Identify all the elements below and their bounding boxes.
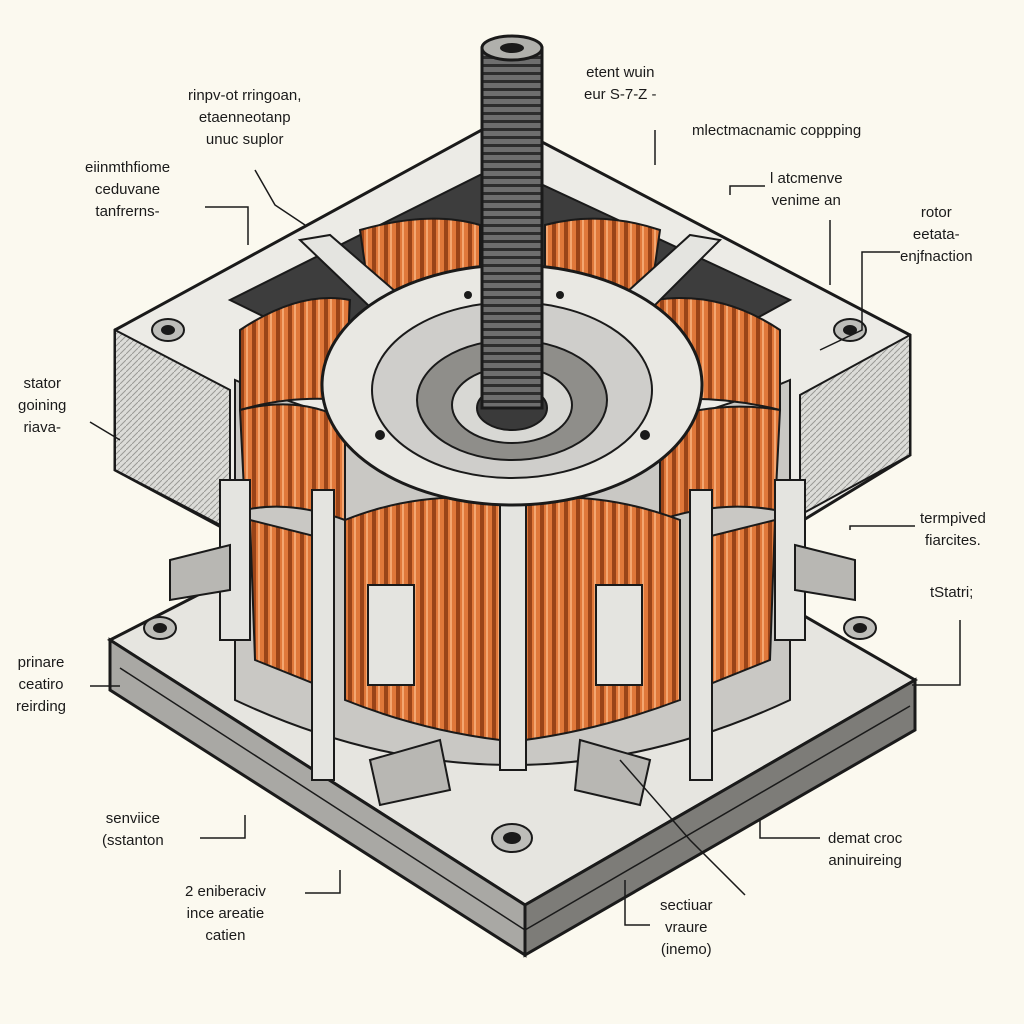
label-line: ceatiro — [18, 676, 64, 693]
threaded-shaft — [480, 34, 544, 410]
label-line: tStatri; — [930, 584, 974, 601]
label-line: sectiuar — [660, 897, 713, 914]
label-line: etent wuin — [586, 64, 655, 81]
label-line: venime an — [771, 192, 841, 209]
label-line: tanfrerns- — [95, 203, 160, 220]
label-line: goining — [18, 397, 67, 414]
label-line: vraure — [665, 919, 708, 936]
label-line: rotor — [920, 204, 952, 221]
label-line: demat croc — [828, 830, 903, 847]
label-line: senviice — [105, 810, 160, 827]
label-bottom-center: sectiuar vraure (inemo) — [660, 895, 713, 961]
label-line: (sstanton — [102, 832, 164, 849]
mounting-holes — [143, 318, 877, 853]
label-right-terminal: termpived fiarcites. — [920, 508, 986, 552]
label-line: riava- — [23, 419, 61, 436]
label-line: mlectmacnamic coppping — [692, 122, 862, 139]
label-top-right: mlectmacnamic coppping — [692, 120, 861, 142]
label-top-left: rinpv-ot rringoan, etaenneotanp unuc sup… — [188, 85, 301, 151]
label-line: aninuireing — [828, 852, 902, 869]
label-right-stator: tStatri; — [930, 582, 973, 604]
leader-lines — [89, 130, 961, 926]
label-line: ceduvane — [94, 181, 161, 198]
label-line: etaenneotanp — [198, 109, 291, 126]
label-left-service: senviice (sstanton — [102, 808, 164, 852]
label-line: rinpv-ot rringoan, — [188, 87, 302, 104]
label-line: unuc suplor — [205, 131, 284, 148]
label-line: catien — [205, 927, 246, 944]
label-stator-left: stator goining riava- — [18, 373, 66, 439]
label-line: enjfnaction — [900, 248, 973, 265]
label-line: prinare — [17, 654, 65, 671]
label-top-center: etent wuin eur S-7-Z - — [584, 62, 657, 106]
label-right-demat: demat croc aninuireing — [828, 828, 902, 872]
label-rotor: rotor eetata- enjfnaction — [900, 202, 973, 268]
label-line: 2 eniberaciv — [185, 883, 266, 900]
label-right-mid-inner: l atcmenve venime an — [770, 168, 843, 212]
label-line: eetata- — [912, 226, 960, 243]
label-line: l atcmenve — [770, 170, 843, 187]
label-line: ince areatie — [186, 905, 265, 922]
label-left-primary: prinare ceatiro reirding — [16, 652, 66, 718]
label-line: eur S-7-Z - — [584, 86, 657, 103]
label-line: (inemo) — [660, 941, 712, 958]
label-bottom-left: 2 eniberaciv ince areatie catien — [185, 881, 266, 947]
label-line: fiarcites. — [925, 532, 981, 549]
label-left-upper: eiinmthfiome ceduvane tanfrerns- — [85, 157, 170, 223]
label-line: stator — [23, 375, 61, 392]
mounting-feet — [169, 543, 856, 807]
label-line: eiinmthfiome — [85, 159, 171, 176]
label-line: termpived — [920, 510, 986, 527]
label-line: reirding — [16, 698, 67, 715]
